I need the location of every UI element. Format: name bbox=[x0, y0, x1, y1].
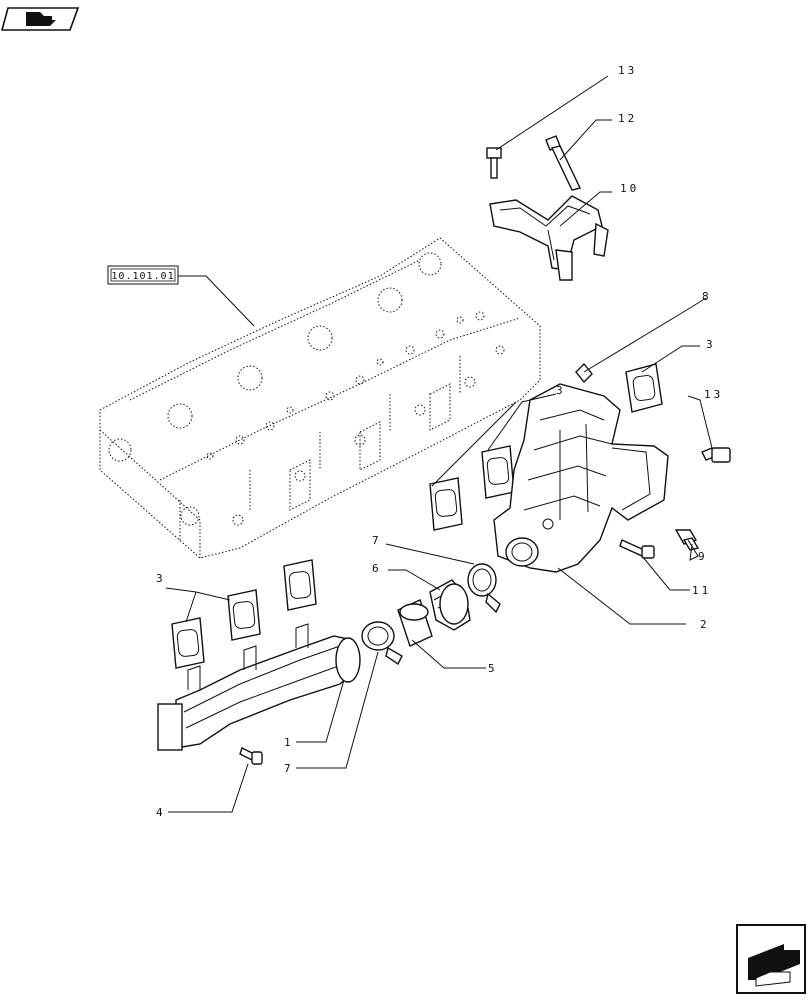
sleeve-5 bbox=[397, 599, 433, 647]
bolt-11 bbox=[619, 539, 655, 559]
callout-9: 9 bbox=[698, 550, 708, 563]
callout-7-upper: 7 bbox=[372, 534, 382, 547]
callout-4: 4 bbox=[156, 806, 166, 819]
clamp-7-upper bbox=[467, 563, 501, 614]
next-page-arrow-icon[interactable] bbox=[736, 924, 806, 994]
cylinder-head-reference bbox=[99, 237, 541, 559]
bolt-13-top bbox=[486, 147, 502, 179]
gasket-3-left-c bbox=[171, 617, 205, 669]
callout-2: 2 bbox=[700, 618, 710, 631]
bolt-9 bbox=[674, 529, 700, 551]
gasket-3-middle-b bbox=[429, 477, 463, 531]
callout-10: 10 bbox=[620, 182, 639, 195]
callout-5: 5 bbox=[488, 662, 498, 675]
callout-6: 6 bbox=[372, 562, 382, 575]
callout-13-top: 13 bbox=[618, 64, 637, 77]
leader-lines bbox=[165, 75, 713, 813]
bolt-12 bbox=[545, 135, 581, 191]
pin-8 bbox=[575, 362, 593, 384]
reference-label: 10.101.01 bbox=[111, 271, 174, 282]
bolt-4 bbox=[239, 747, 263, 765]
callout-3-right: 3 bbox=[706, 338, 716, 351]
callout-labels: 13 12 10 8 3 3 13 7 6 9 11 2 3 5 1 7 4 bbox=[156, 64, 723, 819]
folder-nav-icon[interactable] bbox=[0, 7, 80, 31]
gasket-3-middle-a bbox=[481, 445, 515, 499]
bolt-13-right bbox=[701, 447, 731, 463]
manifold-1 bbox=[157, 623, 361, 751]
gasket-3-right bbox=[625, 363, 663, 413]
callout-7-lower: 7 bbox=[284, 762, 294, 775]
callout-1: 1 bbox=[284, 736, 294, 749]
bellows-6 bbox=[429, 579, 471, 631]
gasket-3-left-a bbox=[283, 559, 317, 611]
bracket-10 bbox=[489, 195, 609, 281]
reference-box[interactable]: 10.101.01 bbox=[107, 265, 179, 285]
manifold-2 bbox=[493, 383, 669, 573]
callout-3-middle: 3 bbox=[556, 384, 566, 397]
callout-11: 11 bbox=[692, 584, 711, 597]
callout-12: 12 bbox=[618, 112, 637, 125]
callout-13-right: 13 bbox=[704, 388, 723, 401]
callout-8: 8 bbox=[702, 290, 712, 303]
clamp-7-lower bbox=[361, 621, 403, 666]
gasket-3-left-b bbox=[227, 589, 261, 641]
callout-3-left: 3 bbox=[156, 572, 166, 585]
